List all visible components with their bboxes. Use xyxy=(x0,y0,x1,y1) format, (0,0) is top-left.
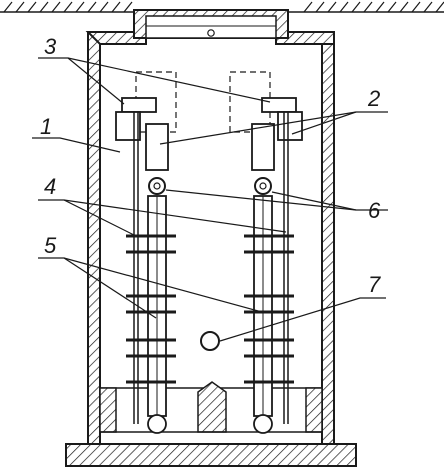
pump-motor-right xyxy=(251,123,275,171)
ground-hatch-tick xyxy=(87,1,97,13)
benching-left xyxy=(99,387,117,433)
pump-motor-left xyxy=(145,123,169,171)
ground-hatch-tick xyxy=(51,1,61,13)
ground-hatch-tick xyxy=(303,1,313,13)
base-slab xyxy=(65,443,357,467)
well-right-wall xyxy=(321,31,335,445)
benching-right xyxy=(305,387,323,433)
ground-hatch-tick xyxy=(39,1,49,13)
ground-hatch-tick xyxy=(111,1,121,13)
callout-3: 3 xyxy=(44,34,57,59)
control-box-left xyxy=(115,111,141,141)
ground-hatch-tick xyxy=(339,1,349,13)
pump-assembly-left xyxy=(115,71,177,434)
ground-hatch-tick xyxy=(75,1,85,13)
ground-hatch-tick xyxy=(99,1,109,13)
pump-base-left xyxy=(147,414,167,434)
well-roof-right xyxy=(275,31,335,45)
callout-5: 5 xyxy=(44,233,57,258)
ground-hatch-tick xyxy=(63,1,73,13)
ground-hatch-tick xyxy=(435,1,444,13)
callout-4: 4 xyxy=(44,174,56,199)
ground-hatch-tick xyxy=(15,1,25,13)
ground-hatch-tick xyxy=(363,1,373,13)
leader-lines xyxy=(32,57,388,342)
motor-housing-right xyxy=(261,97,297,113)
well-roof-left xyxy=(85,31,147,45)
ground-hatch-tick xyxy=(411,1,421,13)
ground-hatch-tick xyxy=(375,1,385,13)
ground-hatch-tick xyxy=(351,1,361,13)
callout-1: 1 xyxy=(40,114,52,139)
benching-center xyxy=(197,381,227,433)
pump-assembly-right xyxy=(229,71,303,434)
ground-hatch-tick xyxy=(387,1,397,13)
callout-labels: 1 2 3 4 5 6 7 xyxy=(40,34,381,297)
callout-7: 7 xyxy=(368,272,381,297)
motor-housing-left xyxy=(121,97,157,113)
hatch-cover xyxy=(133,9,289,39)
bottom-benching xyxy=(99,381,323,433)
level-sensor xyxy=(200,331,220,351)
ground-hatch-tick xyxy=(327,1,337,13)
ground-hatch-tick xyxy=(423,1,433,13)
well-left-wall xyxy=(87,31,101,445)
ground-hatch-tick xyxy=(123,1,133,13)
ground-hatch-tick xyxy=(27,1,37,13)
callout-6: 6 xyxy=(368,198,381,223)
control-box-right xyxy=(277,111,303,141)
ground-hatch-tick xyxy=(315,1,325,13)
ground-hatch-tick xyxy=(399,1,409,13)
callout-2: 2 xyxy=(367,86,380,111)
ground-hatch-tick xyxy=(3,1,13,13)
pump-base-right xyxy=(253,414,273,434)
